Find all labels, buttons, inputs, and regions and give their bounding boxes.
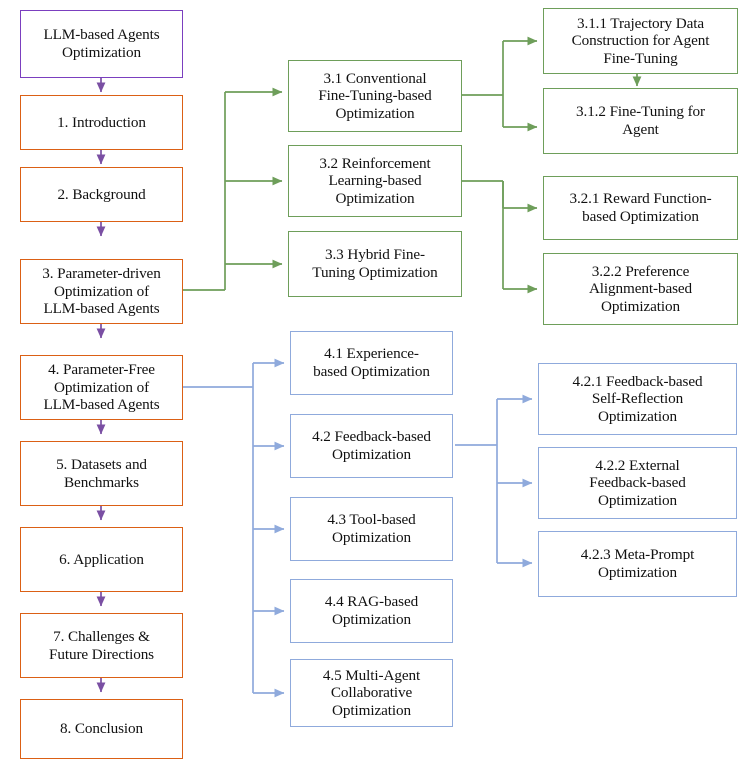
node-section-4-2-label: 4.2 Feedback-based Optimization [312, 428, 431, 463]
node-subsection-4-2-3-meta-prompt[interactable]: 4.2.3 Meta-Prompt Optimization [538, 531, 737, 597]
node-chapter-1-introduction[interactable]: 1. Introduction [20, 95, 183, 150]
node-section-4-3-label: 4.3 Tool-based Optimization [327, 511, 416, 546]
node-section-4-5-label: 4.5 Multi-Agent Collaborative Optimizati… [322, 666, 421, 719]
node-subsection-3-1-2-fine-tuning-for-agent[interactable]: 3.1.2 Fine-Tuning for Agent [543, 88, 738, 154]
node-section-3-1-label: 3.1 Conventional Fine-Tuning-based Optim… [318, 69, 432, 122]
node-section-3-2-label: 3.2 Reinforcement Learning-based Optimiz… [319, 154, 431, 207]
node-subsection-4-2-2-label: 4.2.2 External Feedback-based Optimizati… [589, 456, 686, 509]
node-subsection-3-1-2-label: 3.1.2 Fine-Tuning for Agent [576, 103, 705, 138]
node-chapter-7-label: 7. Challenges & Future Directions [48, 627, 154, 663]
node-root-label: LLM-based Agents Optimization [43, 26, 160, 61]
node-subsection-3-1-1-trajectory-data-construction[interactable]: 3.1.1 Trajectory Data Construction for A… [543, 8, 738, 74]
node-root[interactable]: LLM-based Agents Optimization [20, 10, 183, 78]
node-subsection-4-2-3-label: 4.2.3 Meta-Prompt Optimization [580, 546, 695, 581]
node-chapter-4-label: 4. Parameter-Free Optimization of LLM-ba… [43, 361, 160, 414]
node-subsection-4-2-1-label: 4.2.1 Feedback-based Self-Reflection Opt… [572, 372, 703, 425]
node-chapter-6-application[interactable]: 6. Application [20, 527, 183, 592]
node-chapter-5-datasets-benchmarks[interactable]: 5. Datasets and Benchmarks [20, 441, 183, 506]
node-section-4-5-multi-agent-collaborative[interactable]: 4.5 Multi-Agent Collaborative Optimizati… [290, 659, 453, 727]
node-section-4-3-tool-based[interactable]: 4.3 Tool-based Optimization [290, 497, 453, 561]
node-subsection-4-2-1-feedback-self-reflection[interactable]: 4.2.1 Feedback-based Self-Reflection Opt… [538, 363, 737, 435]
node-subsection-3-2-2-label: 3.2.2 Preference Alignment-based Optimiz… [588, 262, 693, 315]
node-chapter-2-label: 2. Background [57, 185, 146, 203]
node-subsection-3-1-1-label: 3.1.1 Trajectory Data Construction for A… [571, 14, 710, 67]
node-section-3-1-conventional-fine-tuning[interactable]: 3.1 Conventional Fine-Tuning-based Optim… [288, 60, 462, 132]
node-chapter-3-label: 3. Parameter-driven Optimization of LLM-… [42, 265, 161, 318]
node-chapter-3-parameter-driven[interactable]: 3. Parameter-driven Optimization of LLM-… [20, 259, 183, 324]
node-chapter-6-label: 6. Application [59, 550, 144, 568]
node-section-3-3-hybrid-fine-tuning[interactable]: 3.3 Hybrid Fine- Tuning Optimization [288, 231, 462, 297]
node-subsection-3-2-1-reward-function-based[interactable]: 3.2.1 Reward Function- based Optimizatio… [543, 176, 738, 240]
node-section-4-1-experience-based[interactable]: 4.1 Experience- based Optimization [290, 331, 453, 395]
node-chapter-7-challenges-future-directions[interactable]: 7. Challenges & Future Directions [20, 613, 183, 678]
node-chapter-4-parameter-free[interactable]: 4. Parameter-Free Optimization of LLM-ba… [20, 355, 183, 420]
node-subsection-4-2-2-external-feedback-based[interactable]: 4.2.2 External Feedback-based Optimizati… [538, 447, 737, 519]
node-chapter-8-label: 8. Conclusion [59, 720, 144, 738]
node-chapter-8-conclusion[interactable]: 8. Conclusion [20, 699, 183, 759]
node-section-3-3-label: 3.3 Hybrid Fine- Tuning Optimization [312, 246, 438, 281]
node-section-4-1-label: 4.1 Experience- based Optimization [313, 345, 430, 380]
node-chapter-2-background[interactable]: 2. Background [20, 167, 183, 222]
node-chapter-5-label: 5. Datasets and Benchmarks [56, 455, 147, 491]
node-section-4-2-feedback-based[interactable]: 4.2 Feedback-based Optimization [290, 414, 453, 478]
node-section-4-4-rag-based[interactable]: 4.4 RAG-based Optimization [290, 579, 453, 643]
node-subsection-3-2-1-label: 3.2.1 Reward Function- based Optimizatio… [569, 190, 712, 225]
node-section-4-4-label: 4.4 RAG-based Optimization [324, 593, 419, 628]
node-subsection-3-2-2-preference-alignment-based[interactable]: 3.2.2 Preference Alignment-based Optimiz… [543, 253, 738, 325]
node-section-3-2-reinforcement-learning[interactable]: 3.2 Reinforcement Learning-based Optimiz… [288, 145, 462, 217]
node-chapter-1-label: 1. Introduction [57, 113, 146, 131]
